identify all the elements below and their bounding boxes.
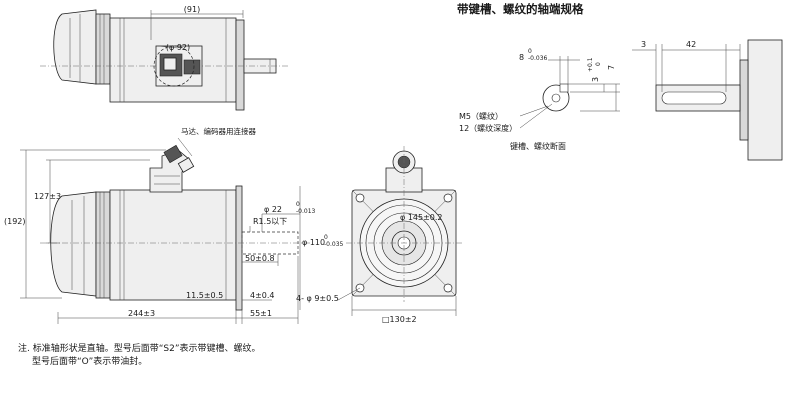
shaft-elevation bbox=[632, 39, 783, 161]
dim-91: (91) bbox=[184, 5, 200, 14]
tol-3-top: +0.1 bbox=[587, 57, 594, 72]
tol-3-bot: 0 bbox=[595, 62, 602, 66]
side-view bbox=[40, 144, 310, 311]
front-view bbox=[337, 146, 462, 316]
dim-3-top: 3 bbox=[641, 40, 646, 49]
dim-7: 7 bbox=[607, 65, 616, 70]
shaft-section bbox=[519, 56, 620, 129]
shaft-end-title: 带键槽、螺纹的轴端规格 bbox=[457, 2, 584, 16]
dim-phi110: φ 110 bbox=[302, 238, 325, 247]
tol-phi110-bot: -0.035 bbox=[324, 241, 344, 248]
dim-130: □130±2 bbox=[382, 315, 417, 324]
label-12: 12（螺纹深度） bbox=[459, 123, 517, 133]
connector-label: 马达、编码器用连接器 bbox=[181, 126, 256, 136]
dim-244: 244±3 bbox=[128, 309, 155, 318]
tol-phi22-bot: -0.013 bbox=[296, 208, 316, 215]
r-label: R1.5以下 bbox=[253, 217, 287, 226]
dim-3-side: 3 bbox=[591, 77, 600, 82]
dim-8: 8 bbox=[519, 53, 524, 62]
dim-127: 127±3 bbox=[34, 192, 61, 201]
dim-11-5: 11.5±0.5 bbox=[186, 291, 223, 300]
tol-phi22-top: 0 bbox=[296, 201, 300, 208]
tol-8-top: 0 bbox=[528, 48, 532, 55]
dim-55: 55±1 bbox=[250, 309, 272, 318]
dim-50: 50±0.8 bbox=[245, 254, 275, 263]
label-section: 键槽、螺纹断面 bbox=[510, 141, 566, 151]
dim-phi92: (φ 92) bbox=[166, 43, 190, 52]
dim-192: (192) bbox=[4, 217, 26, 226]
side-dim-lines bbox=[20, 149, 301, 324]
dim-42: 42 bbox=[686, 40, 696, 49]
tol-8-bot: -0.036 bbox=[528, 55, 548, 62]
top-view bbox=[40, 9, 290, 111]
note-line-2: 型号后面带“O”表示带油封。 bbox=[32, 357, 148, 367]
dim-holes: 4- φ 9±0.5 bbox=[296, 294, 339, 303]
dim-phi145: φ 145±0.2 bbox=[400, 213, 443, 222]
dim-4: 4±0.4 bbox=[250, 291, 275, 300]
dim-phi22: φ 22 bbox=[264, 205, 282, 214]
note-line-1: 注. 标准轴形状是直轴。型号后面带“S2”表示带键槽、螺纹。 bbox=[18, 344, 261, 354]
label-m5: M5（螺纹） bbox=[459, 111, 503, 121]
tol-phi110-top: 0 bbox=[324, 234, 328, 241]
